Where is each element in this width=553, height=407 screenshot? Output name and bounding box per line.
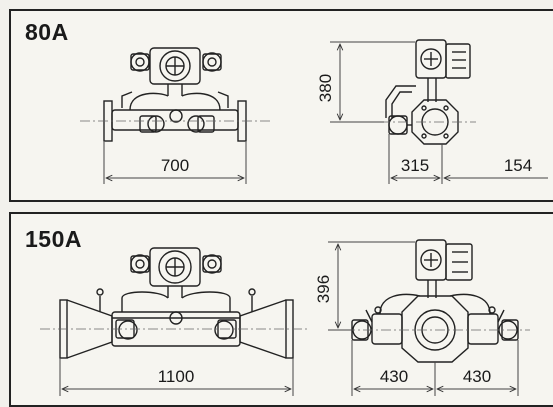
valve-80a-side-view xyxy=(385,39,471,145)
dim-label-315: 315 xyxy=(401,156,429,175)
panel-80a: 80A xyxy=(9,9,553,202)
dim-label-700: 700 xyxy=(161,156,189,175)
dim-700 xyxy=(103,142,247,184)
dim-430-430 xyxy=(351,340,519,396)
dim-315-154 xyxy=(388,134,548,184)
dim-396 xyxy=(328,241,415,331)
dim-380 xyxy=(330,41,415,123)
dim-label-396: 396 xyxy=(314,275,333,303)
dim-label-154: 154 xyxy=(504,156,532,175)
dim-label-380: 380 xyxy=(316,74,335,102)
dim-label-430-left: 430 xyxy=(380,367,408,386)
dim-label-1100: 1100 xyxy=(158,367,195,386)
dim-1100 xyxy=(59,358,294,396)
valve-150a-front-view xyxy=(59,247,294,359)
panel-label-150a: 150A xyxy=(25,226,82,252)
valve-150a-side-view xyxy=(351,239,519,363)
panel-label-80a: 80A xyxy=(25,19,69,45)
valve-80a-front-view xyxy=(103,47,247,142)
dim-label-430-right: 430 xyxy=(463,367,491,386)
